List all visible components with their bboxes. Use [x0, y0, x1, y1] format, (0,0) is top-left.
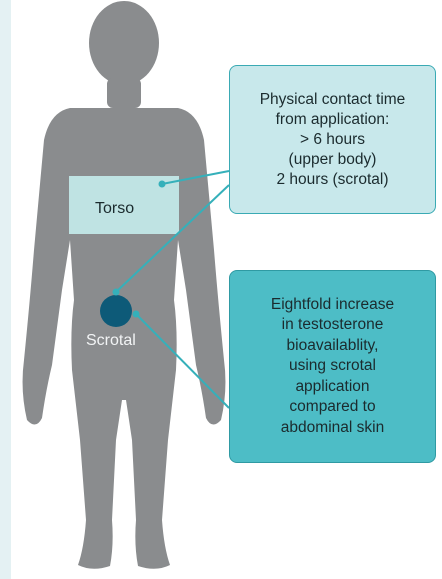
- connector-torso-end-dot: [160, 182, 165, 187]
- torso-label: Torso: [95, 200, 134, 218]
- connector-scrotal-end-dot: [114, 290, 119, 295]
- bioavailability-text: Eightfold increase in testosterone bioav…: [271, 295, 394, 439]
- scrotal-region-dot: [100, 295, 132, 327]
- scrotal-label: Scrotal: [86, 332, 136, 350]
- silhouette-neck: [107, 78, 141, 108]
- contact-time-callout: Physical contact time from application: …: [229, 65, 436, 214]
- bioavailability-callout: Eightfold increase in testosterone bioav…: [229, 270, 436, 463]
- contact-time-text: Physical contact time from application: …: [260, 90, 406, 190]
- connector-scrotal-bio-end-dot: [134, 312, 139, 317]
- silhouette-head: [89, 1, 159, 85]
